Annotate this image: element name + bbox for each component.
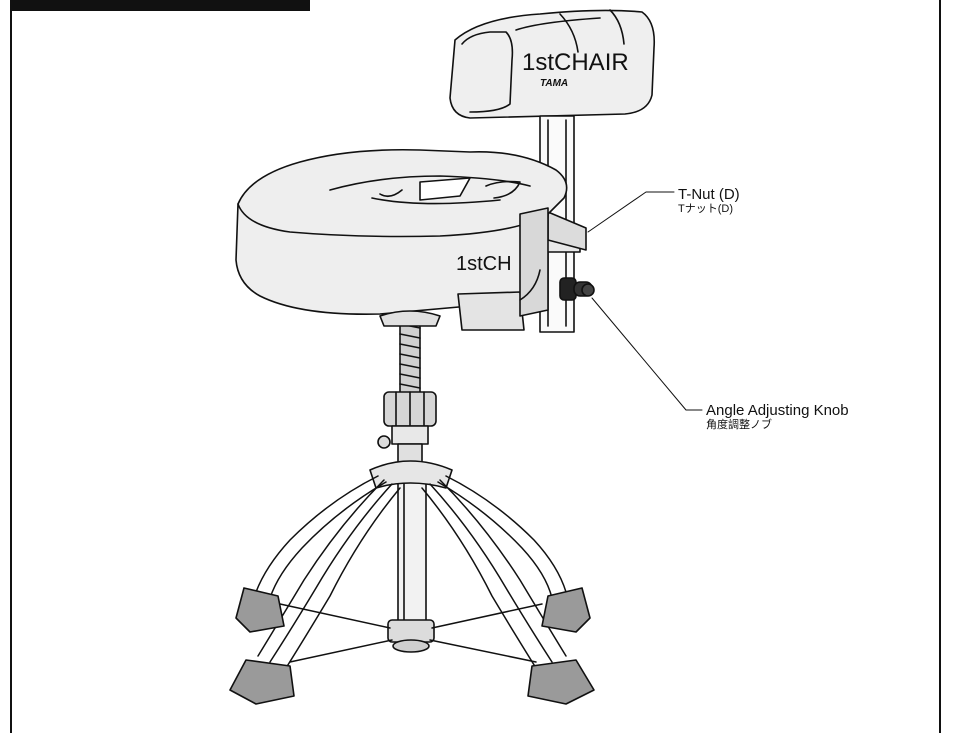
callout-t-nut: T-Nut (D) Tナット(D): [678, 186, 740, 216]
callout-t-nut-label-en: T-Nut (D): [678, 186, 740, 203]
tripod-legs: [255, 475, 567, 669]
angle-knob: [559, 277, 595, 301]
seat-cushion: [235, 148, 568, 315]
height-lock-nut: [377, 391, 437, 465]
header-bar: [10, 0, 310, 11]
callout-angle-knob-label-ja: 角度調整ノブ: [706, 419, 772, 432]
backrest-brand-logo: 1stCHAIR: [522, 49, 629, 76]
backrest-maker-logo: TAMA: [540, 78, 568, 89]
seat-bracket: [457, 207, 549, 331]
seat-brand-logo: 1stCH: [456, 253, 512, 275]
callout-t-nut-label-ja: Tナット(D): [678, 203, 733, 216]
backrest-pad: [449, 9, 656, 119]
page-frame: [10, 0, 941, 733]
callout-angle-knob: Angle Adjusting Knob 角度調整ノブ: [706, 402, 849, 432]
threaded-spindle: [379, 310, 441, 397]
rubber-feet: [229, 587, 595, 705]
callout-angle-knob-label-en: Angle Adjusting Knob: [706, 402, 849, 419]
leader-lines: [587, 191, 703, 411]
center-column: [387, 475, 435, 653]
